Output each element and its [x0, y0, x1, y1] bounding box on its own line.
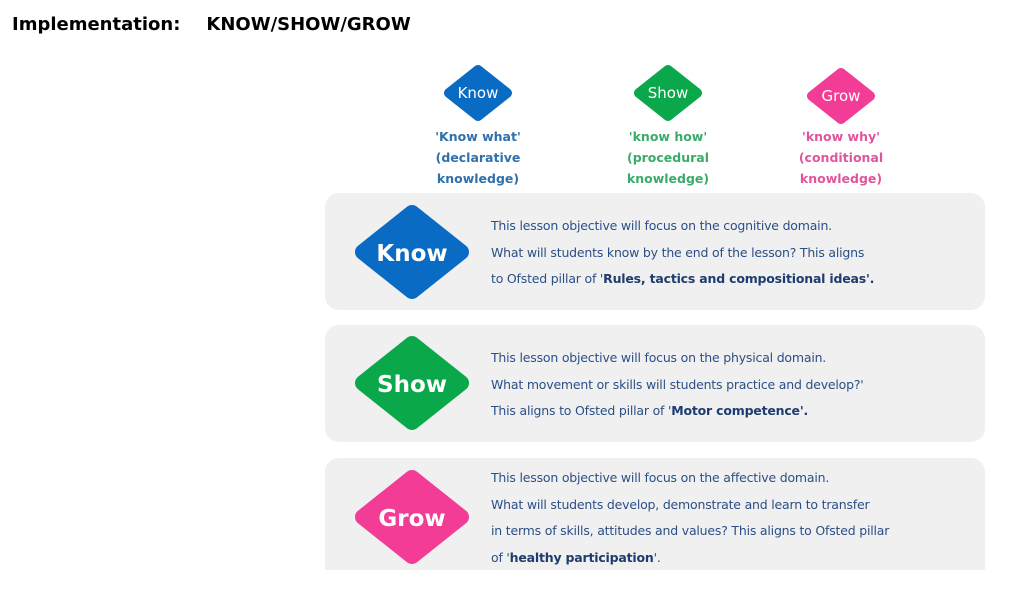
svg-text:Show: Show — [377, 372, 447, 398]
know-description: This lesson objective will focus on the … — [491, 218, 875, 286]
know-diamond-icon: Know — [444, 65, 512, 121]
grow-description: This lesson objective will focus on the … — [491, 470, 890, 565]
legend-know: Know 'Know what' (declarative knowledge) — [398, 64, 558, 189]
svg-text:Show: Show — [648, 84, 688, 102]
svg-text:Grow: Grow — [378, 506, 445, 532]
show-card: Show This lesson objective will focus on… — [325, 325, 985, 442]
grow-badge-icon: Grow — [355, 470, 469, 564]
legend-subtitle: (declarative knowledge) — [435, 150, 521, 186]
show-diamond-icon: Show — [634, 65, 702, 121]
svg-text:Know: Know — [458, 84, 499, 102]
heading-label: Implementation: — [12, 14, 181, 35]
legend-grow: Grow 'know why' (conditional knowledge) — [761, 67, 921, 189]
grow-diamond-icon: Grow — [807, 68, 875, 124]
legend-title: 'know why' — [802, 129, 880, 144]
legend-title: 'know how' — [628, 129, 708, 144]
heading-value: KNOW/SHOW/GROW — [206, 14, 411, 35]
svg-text:Know: Know — [376, 241, 447, 267]
legend-subtitle: (conditional knowledge) — [798, 150, 884, 186]
page-heading: Implementation: KNOW/SHOW/GROW — [12, 14, 437, 35]
show-description: This lesson objective will focus on the … — [491, 350, 864, 418]
legend-title: 'Know what' — [435, 129, 521, 144]
grow-card: Grow This lesson objective will focus on… — [325, 458, 985, 570]
show-badge-icon: Show — [355, 336, 469, 430]
know-badge-icon: Know — [355, 205, 469, 299]
know-card: Know This lesson objective will focus on… — [325, 193, 985, 310]
svg-text:Grow: Grow — [822, 87, 861, 105]
legend-show: Show 'know how' (procedural knowledge) — [588, 64, 748, 189]
legend-subtitle: (procedural knowledge) — [626, 150, 710, 186]
